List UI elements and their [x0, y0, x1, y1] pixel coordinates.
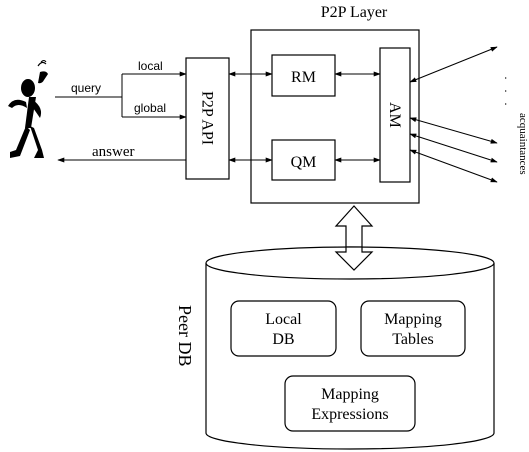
local-label: local	[138, 59, 163, 73]
acquaintance-arrow-1	[409, 46, 498, 83]
p2p-api-label: P2P API	[199, 91, 216, 145]
mapping-tables-line-1: Mapping	[384, 311, 442, 328]
mapping-expressions-box	[284, 375, 416, 432]
peer-db-label: Peer DB	[175, 305, 195, 367]
acquaintances-dots: · · ·	[499, 76, 513, 109]
p2p-api-box	[185, 57, 230, 180]
rm-label: RM	[291, 69, 316, 86]
am-label: AM	[386, 102, 403, 128]
local-db-line-1: Local	[265, 311, 302, 328]
query-label: query	[71, 81, 101, 95]
acquaintance-arrow-2	[409, 117, 498, 144]
user-figure-icon	[8, 60, 48, 158]
global-label: global	[134, 101, 166, 115]
layer-db-arrow-tip	[334, 246, 374, 271]
mapping-tables-box	[360, 300, 466, 357]
acquaintance-arrow-4	[409, 149, 498, 183]
rm-box	[271, 54, 336, 97]
acquaintance-arrow-3	[409, 133, 498, 163]
answer-label: answer	[92, 144, 134, 160]
mapping-expressions-line-2: Expressions	[311, 406, 388, 423]
local-db-box	[230, 300, 337, 357]
am-box	[379, 47, 411, 183]
qm-label: QM	[291, 154, 317, 171]
local-db-line-2: DB	[272, 331, 294, 348]
mapping-expressions-line-1: Mapping	[321, 386, 379, 403]
acquaintances-label: acquaintances	[517, 113, 529, 175]
qm-box	[271, 139, 336, 181]
mapping-tables-line-2: Tables	[392, 331, 434, 348]
p2p-layer-title: P2P Layer	[321, 4, 388, 21]
